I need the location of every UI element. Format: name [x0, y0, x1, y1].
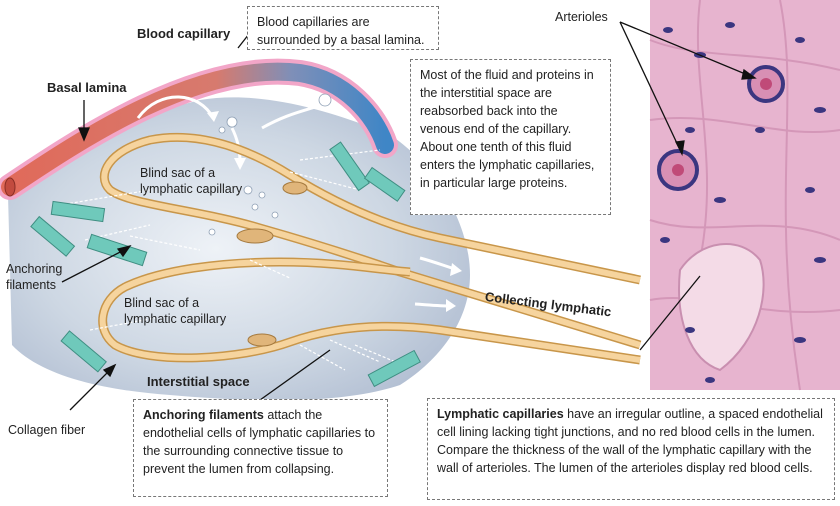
- lymphatic-capillaries-callout: Lymphatic capillaries have an irregular …: [427, 398, 835, 500]
- capillary-cut-end: [4, 177, 16, 197]
- collagen-fibers: [30, 141, 421, 388]
- fluid-arrow-1: [136, 95, 215, 119]
- collagen-fiber-label: Collagen fiber: [8, 423, 86, 437]
- blind-sac-label-lower: Blind sac of a lymphatic capillary: [124, 296, 227, 326]
- anchoring-callout-text: attach the endothelial cells of lymphati…: [143, 408, 376, 476]
- arterioles-label: Arterioles: [555, 10, 608, 24]
- blood-capillary: [1, 62, 394, 196]
- basal-lamina-label: Basal lamina: [47, 80, 127, 95]
- endothelial-nuclei: [236, 181, 308, 347]
- fluid-callout: Most of the fluid and proteins in the in…: [410, 59, 611, 215]
- arteriole-2: [657, 149, 699, 191]
- pointer-arrows: [61, 19, 757, 411]
- blind-sac-label-upper: Blind sac of a lymphatic capillary: [140, 166, 243, 196]
- lymphatic-callout-title: Lymphatic capillaries: [437, 407, 564, 421]
- anchoring-filaments-callout: Anchoring filaments attach the endotheli…: [133, 399, 388, 497]
- fluid-arrow-1-head: [207, 111, 219, 122]
- lymphatic-callout-text: have an irregular outline, a spaced endo…: [437, 407, 823, 475]
- basal-lamina-callout: Blood capillaries are surrounded by a ba…: [247, 6, 439, 50]
- blood-capillary-label: Blood capillary: [137, 26, 231, 41]
- histology-lymphatic-space: [678, 243, 765, 372]
- histology-nuclei: [660, 22, 826, 383]
- anchoring-callout-title: Anchoring filaments: [143, 408, 264, 422]
- protein-bubbles: [208, 93, 332, 236]
- anchoring-filaments-label: Anchoring filaments: [6, 262, 63, 292]
- interstitial-space-label: Interstitial space: [147, 374, 250, 389]
- histology-texture: [649, 0, 840, 391]
- arteriole-1: [747, 65, 785, 103]
- fluid-arrow-3-head: [234, 158, 246, 170]
